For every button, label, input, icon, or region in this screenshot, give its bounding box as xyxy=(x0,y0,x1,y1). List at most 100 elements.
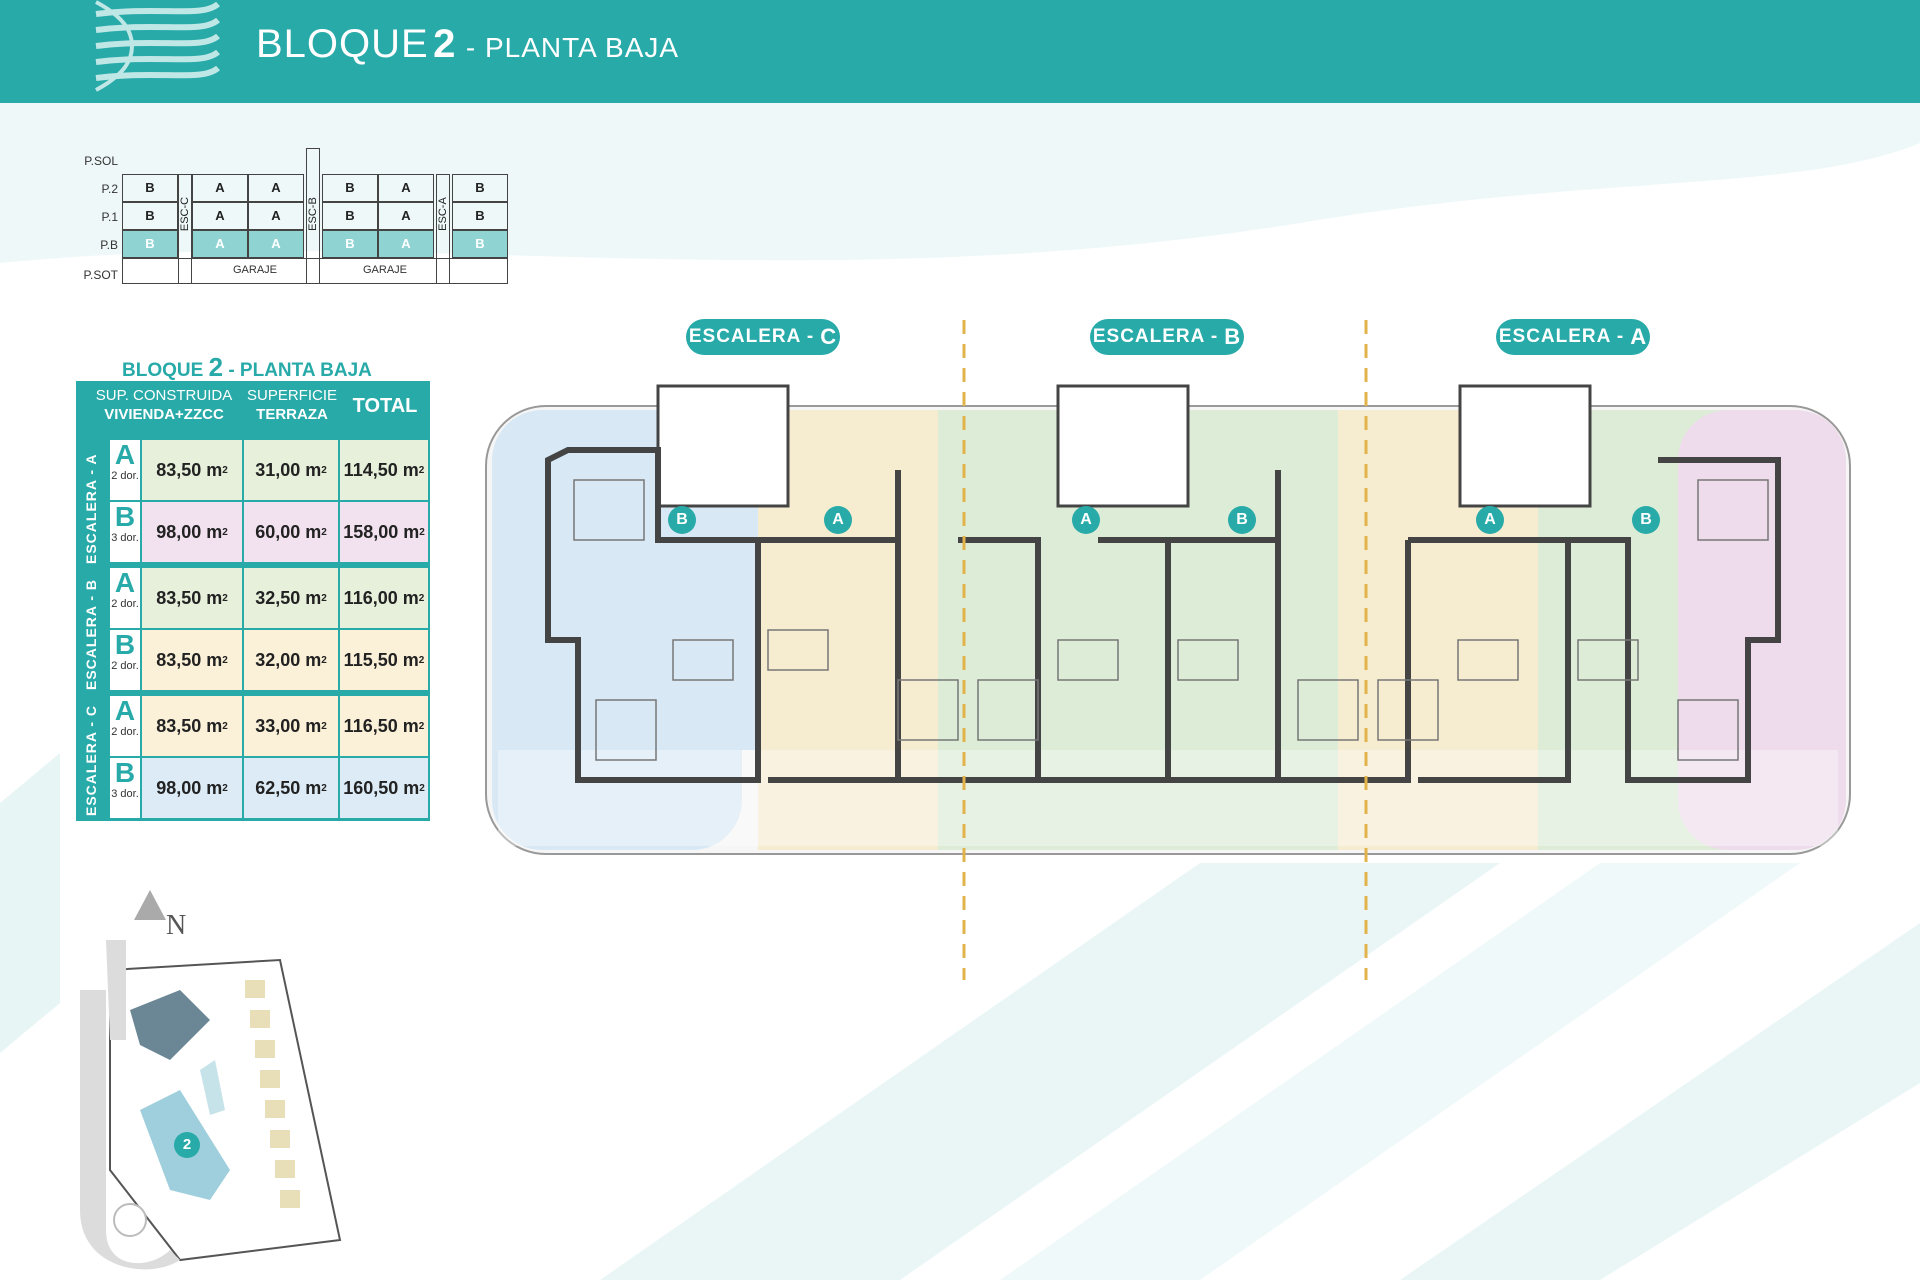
header-built-title: SUP. CONSTRUIDA xyxy=(95,387,233,404)
unit-cell: B xyxy=(452,202,508,230)
header-terrace-sub: TERRAZA xyxy=(256,406,328,423)
waves-logo-icon xyxy=(95,0,220,92)
unit-type-letter: B xyxy=(114,757,136,788)
unit-cell: A xyxy=(192,174,248,202)
page-title: BLOQUE 2 - PLANTA BAJA xyxy=(256,22,679,67)
stair-label: ESC-C xyxy=(179,196,191,232)
unit-type-letter: A xyxy=(114,439,136,470)
site-map-drawing xyxy=(80,890,342,1270)
unit-dorms: 2 dor. xyxy=(111,470,139,482)
unit-cell-ground: B xyxy=(452,230,508,258)
unit-cell: A xyxy=(248,174,304,202)
unit-marker: A xyxy=(1072,506,1100,534)
unit-dorms: 2 dor. xyxy=(111,660,139,672)
header-bar: BLOQUE 2 - PLANTA BAJA xyxy=(0,0,1920,103)
stair-pill-c: ESCALERA - C xyxy=(686,319,840,355)
floor-plan: ESCALERA - C ESCALERA - B ESCALERA - A B… xyxy=(478,310,1858,990)
unit-marker: B xyxy=(668,506,696,534)
unit-type-letter: B xyxy=(114,501,136,532)
unit-marker: B xyxy=(1632,506,1660,534)
unit-cell: B xyxy=(122,202,178,230)
unit-cell-ground: A xyxy=(378,230,434,258)
unit-cell: B xyxy=(322,174,378,202)
unit-marker: A xyxy=(1476,506,1504,534)
stair-pill-b: ESCALERA - B xyxy=(1090,319,1244,355)
floor-plan-drawing xyxy=(485,320,1851,980)
stair-pill-a: ESCALERA - A xyxy=(1496,319,1650,355)
title-main: BLOQUE xyxy=(256,22,429,66)
stair-pill-text: ESCALERA - xyxy=(1092,326,1219,347)
unit-type-letter: A xyxy=(114,567,136,598)
unit-cell: A xyxy=(192,202,248,230)
areas-table: SUP. CONSTRUIDA VIVIENDA+ZZCC SUPERFICIE… xyxy=(76,381,430,821)
unit-cell: B xyxy=(452,174,508,202)
unit-type: A 2 dor. xyxy=(110,696,140,756)
unit-dorms: 2 dor. xyxy=(111,726,139,738)
stair-label: ESC-B xyxy=(307,197,319,231)
north-label: N xyxy=(166,910,187,941)
stair-pill-text: ESCALERA - xyxy=(1498,326,1625,347)
header-terrace: SUPERFICIE TERRAZA xyxy=(244,387,340,427)
unit-type-letter: A xyxy=(114,695,136,726)
header-total: TOTAL xyxy=(352,395,418,417)
table-title: BLOQUE 2 - PLANTA BAJA xyxy=(122,352,372,383)
title-number: 2 xyxy=(433,22,456,66)
stair-group-label: ESCALERA - A xyxy=(83,453,99,564)
unit-cell: A xyxy=(248,202,304,230)
header-built-sub: VIVIENDA+ZZCC xyxy=(104,406,224,423)
level-label: P.SOL xyxy=(84,154,118,168)
unit-cell-ground: A xyxy=(192,230,248,258)
garage-label: GARAJE xyxy=(232,264,277,276)
table-title-pre: BLOQUE xyxy=(122,360,204,381)
unit-cell-ground: B xyxy=(322,230,378,258)
background-waves xyxy=(0,103,1920,1280)
site-map: N 2 xyxy=(70,870,360,1270)
stair-pill-letter: B xyxy=(1224,324,1242,349)
level-label: P.SOT xyxy=(83,268,118,282)
level-label: P.1 xyxy=(101,210,118,224)
unit-cell: A xyxy=(378,202,434,230)
header-built: SUP. CONSTRUIDA VIVIENDA+ZZCC xyxy=(84,387,244,427)
level-label: P.2 xyxy=(101,182,118,196)
stair-pill-text: ESCALERA - xyxy=(688,326,815,347)
unit-marker: A xyxy=(824,506,852,534)
unit-type: B 2 dor. xyxy=(110,630,140,690)
unit-type-letter: B xyxy=(114,629,136,660)
garage-label: GARAJE xyxy=(362,264,407,276)
unit-type: B 3 dor. xyxy=(110,502,140,562)
unit-type: A 2 dor. xyxy=(110,440,140,500)
stair-pill-letter: A xyxy=(1630,324,1648,349)
unit-dorms: 2 dor. xyxy=(111,598,139,610)
stair-label: ESC-A xyxy=(437,197,449,231)
basement-row xyxy=(122,258,508,284)
unit-dorms: 3 dor. xyxy=(111,788,139,800)
title-subtitle: - PLANTA BAJA xyxy=(465,32,680,63)
unit-marker: B xyxy=(1228,506,1256,534)
table-title-number: 2 xyxy=(208,352,224,382)
level-diagram: P.SOL P.2 P.1 P.B P.SOT B A A B A B B A … xyxy=(70,148,530,288)
unit-type: B 3 dor. xyxy=(110,758,140,818)
stair-pill-letter: C xyxy=(820,324,838,349)
stair-group-label: ESCALERA - C xyxy=(83,704,99,816)
unit-cell: A xyxy=(378,174,434,202)
unit-type: A 2 dor. xyxy=(110,568,140,628)
unit-cell-ground: B xyxy=(122,230,178,258)
unit-cell: B xyxy=(122,174,178,202)
unit-dorms: 3 dor. xyxy=(111,532,139,544)
